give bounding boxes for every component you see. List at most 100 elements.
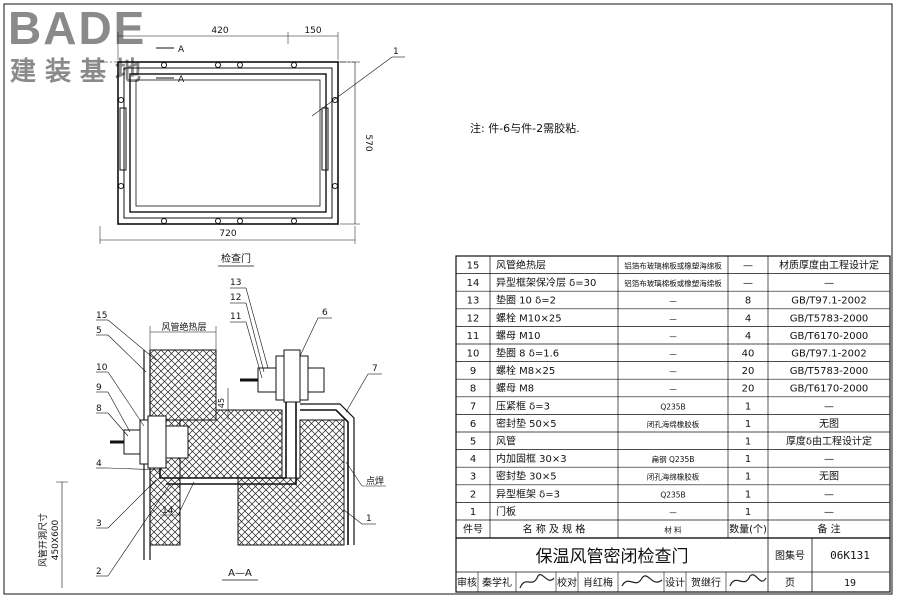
- table-cell-material: 扁钢 Q235B: [652, 454, 695, 464]
- callout-12: 12: [230, 293, 241, 303]
- table-cell-no: 5: [470, 437, 476, 448]
- table-cell-name: 垫圈 10 δ=2: [496, 294, 556, 307]
- table-cell-remark: 厚度δ由工程设计定: [786, 435, 872, 448]
- table-cell-remark: GB/T6170-2000: [790, 384, 869, 395]
- drawing-title: 保温风管密闭检查门: [536, 547, 689, 567]
- review-signature: [519, 574, 555, 589]
- table-cell-no: 7: [470, 401, 476, 412]
- table-cell-material: —: [669, 350, 677, 359]
- check-label: 校对: [557, 576, 577, 589]
- note-text: 注: 件-6与件-2需胶粘.: [470, 121, 580, 135]
- plan-caption: 检查门: [221, 252, 251, 265]
- table-cell-name: 垫圈 8 δ=1.6: [496, 347, 559, 360]
- callout-15: 15: [96, 311, 107, 321]
- callout-9: 9: [96, 383, 102, 393]
- table-cell-qty: 20: [742, 384, 755, 395]
- review-name: 秦学礼: [482, 576, 512, 589]
- table-cell-name: 密封垫 50×5: [496, 417, 557, 430]
- table-cell-remark: —: [824, 507, 834, 518]
- dim-45: 45: [217, 398, 226, 408]
- table-cell-qty: —: [743, 278, 753, 289]
- table-cell-qty: 1: [745, 454, 751, 465]
- dim-420: 420: [211, 26, 228, 36]
- table-header-material: 材 料: [664, 525, 682, 535]
- table-cell-qty: 40: [742, 349, 755, 360]
- logo-subtitle: 建装基地: [10, 56, 150, 86]
- callout-8: 8: [96, 404, 102, 414]
- table-cell-material: —: [669, 297, 677, 306]
- callout-13: 13: [230, 278, 241, 288]
- logo-brand: BADE: [8, 2, 146, 54]
- table-cell-no: 8: [470, 384, 476, 395]
- table-cell-name: 内加固框 30×3: [496, 452, 567, 465]
- opening-label: 风管开洞尺寸: [37, 513, 49, 567]
- table-cell-remark: 材质厚度由工程设计定: [779, 259, 879, 272]
- table-cell-no: 1: [470, 507, 476, 518]
- table-cell-material: 铝箔布玻璃棉板或橡塑海绵板: [624, 261, 722, 271]
- table-cell-no: 2: [470, 489, 476, 500]
- table-cell-material: —: [669, 385, 677, 394]
- page-number: 19: [844, 578, 856, 589]
- table-cell-remark: —: [824, 454, 834, 465]
- table-cell-no: 9: [470, 366, 476, 377]
- table-cell-qty: 1: [745, 472, 751, 483]
- table-cell-qty: 1: [745, 507, 751, 518]
- page-label: 页: [785, 577, 795, 589]
- table-cell-no: 13: [467, 296, 480, 307]
- table-cell-no: 3: [470, 472, 476, 483]
- callout-4: 4: [96, 459, 102, 469]
- design-label: 设计: [665, 576, 685, 589]
- callout-10: 10: [96, 363, 108, 373]
- table-cell-remark: —: [824, 489, 834, 500]
- table-header-no: 件号: [463, 524, 483, 536]
- table-cell-remark: GB/T5783-2000: [790, 313, 869, 324]
- table-cell-material: 闭孔海绵橡胶板: [647, 419, 700, 429]
- design-signature: [729, 574, 767, 587]
- table-cell-remark: GB/T6170-2000: [790, 331, 869, 342]
- table-cell-qty: 8: [745, 296, 751, 307]
- logo: BADE 建装基地: [8, 2, 150, 86]
- table-cell-material: 铝箔布玻璃棉板或橡塑海绵板: [624, 278, 722, 288]
- callout-3: 3: [96, 519, 102, 529]
- design-name: 贺继行: [691, 576, 721, 589]
- table-cell-material: Q235B: [660, 490, 685, 499]
- table-cell-material: —: [669, 508, 677, 517]
- callout-7: 7: [372, 364, 378, 374]
- table-cell-qty: 20: [742, 366, 755, 377]
- table-cell-no: 12: [467, 313, 480, 324]
- insulation-label: 风管绝热层: [161, 321, 206, 333]
- section-mark-a1: A: [178, 45, 185, 55]
- callout-1: 1: [366, 514, 372, 524]
- callout-5: 5: [96, 326, 102, 336]
- section-view: 45 风管绝热层 15 5 10 9 8 4 3 2 14: [37, 278, 386, 588]
- callout-11: 11: [230, 312, 241, 322]
- callout-6: 6: [322, 308, 328, 318]
- table-cell-name: 异型框架保冷层 δ=30: [496, 276, 596, 289]
- title-block: 保温风管密闭检查门 图集号 06K131 审核 秦学礼 校对 肖红梅 设计 贺继…: [455, 537, 891, 593]
- table-header-name: 名 称 及 规 格: [523, 523, 586, 536]
- check-signature: [621, 575, 663, 587]
- opening-size: 450X600: [51, 519, 61, 560]
- table-cell-no: 11: [467, 331, 480, 342]
- table-cell-remark: GB/T5783-2000: [790, 366, 869, 377]
- table-cell-name: 风管绝热层: [496, 259, 546, 272]
- dim-720: 720: [219, 229, 236, 239]
- table-cell-no: 4: [470, 454, 476, 465]
- table-cell-remark: GB/T97.1-2002: [791, 349, 866, 360]
- table-cell-qty: 4: [745, 313, 751, 324]
- table-cell-qty: 1: [745, 419, 751, 430]
- table-cell-material: 闭孔海绵橡胶板: [647, 472, 700, 482]
- table-cell-qty: 1: [745, 401, 751, 412]
- table-cell-name: 螺母 M10: [496, 330, 541, 342]
- table-cell-name: 压紧框 δ=3: [496, 399, 550, 412]
- table-cell-material: —: [669, 367, 677, 376]
- weld-label: 点焊: [366, 475, 384, 487]
- atlas-label: 图集号: [775, 549, 805, 562]
- table-cell-material: Q235B: [660, 402, 685, 411]
- table-cell-qty: 1: [745, 489, 751, 500]
- table-cell-remark: —: [824, 278, 834, 289]
- table-header-qty: 数量(个): [729, 523, 767, 536]
- callout-2: 2: [96, 567, 102, 577]
- table-cell-no: 14: [467, 278, 480, 289]
- section-mark-a2: A: [178, 75, 185, 85]
